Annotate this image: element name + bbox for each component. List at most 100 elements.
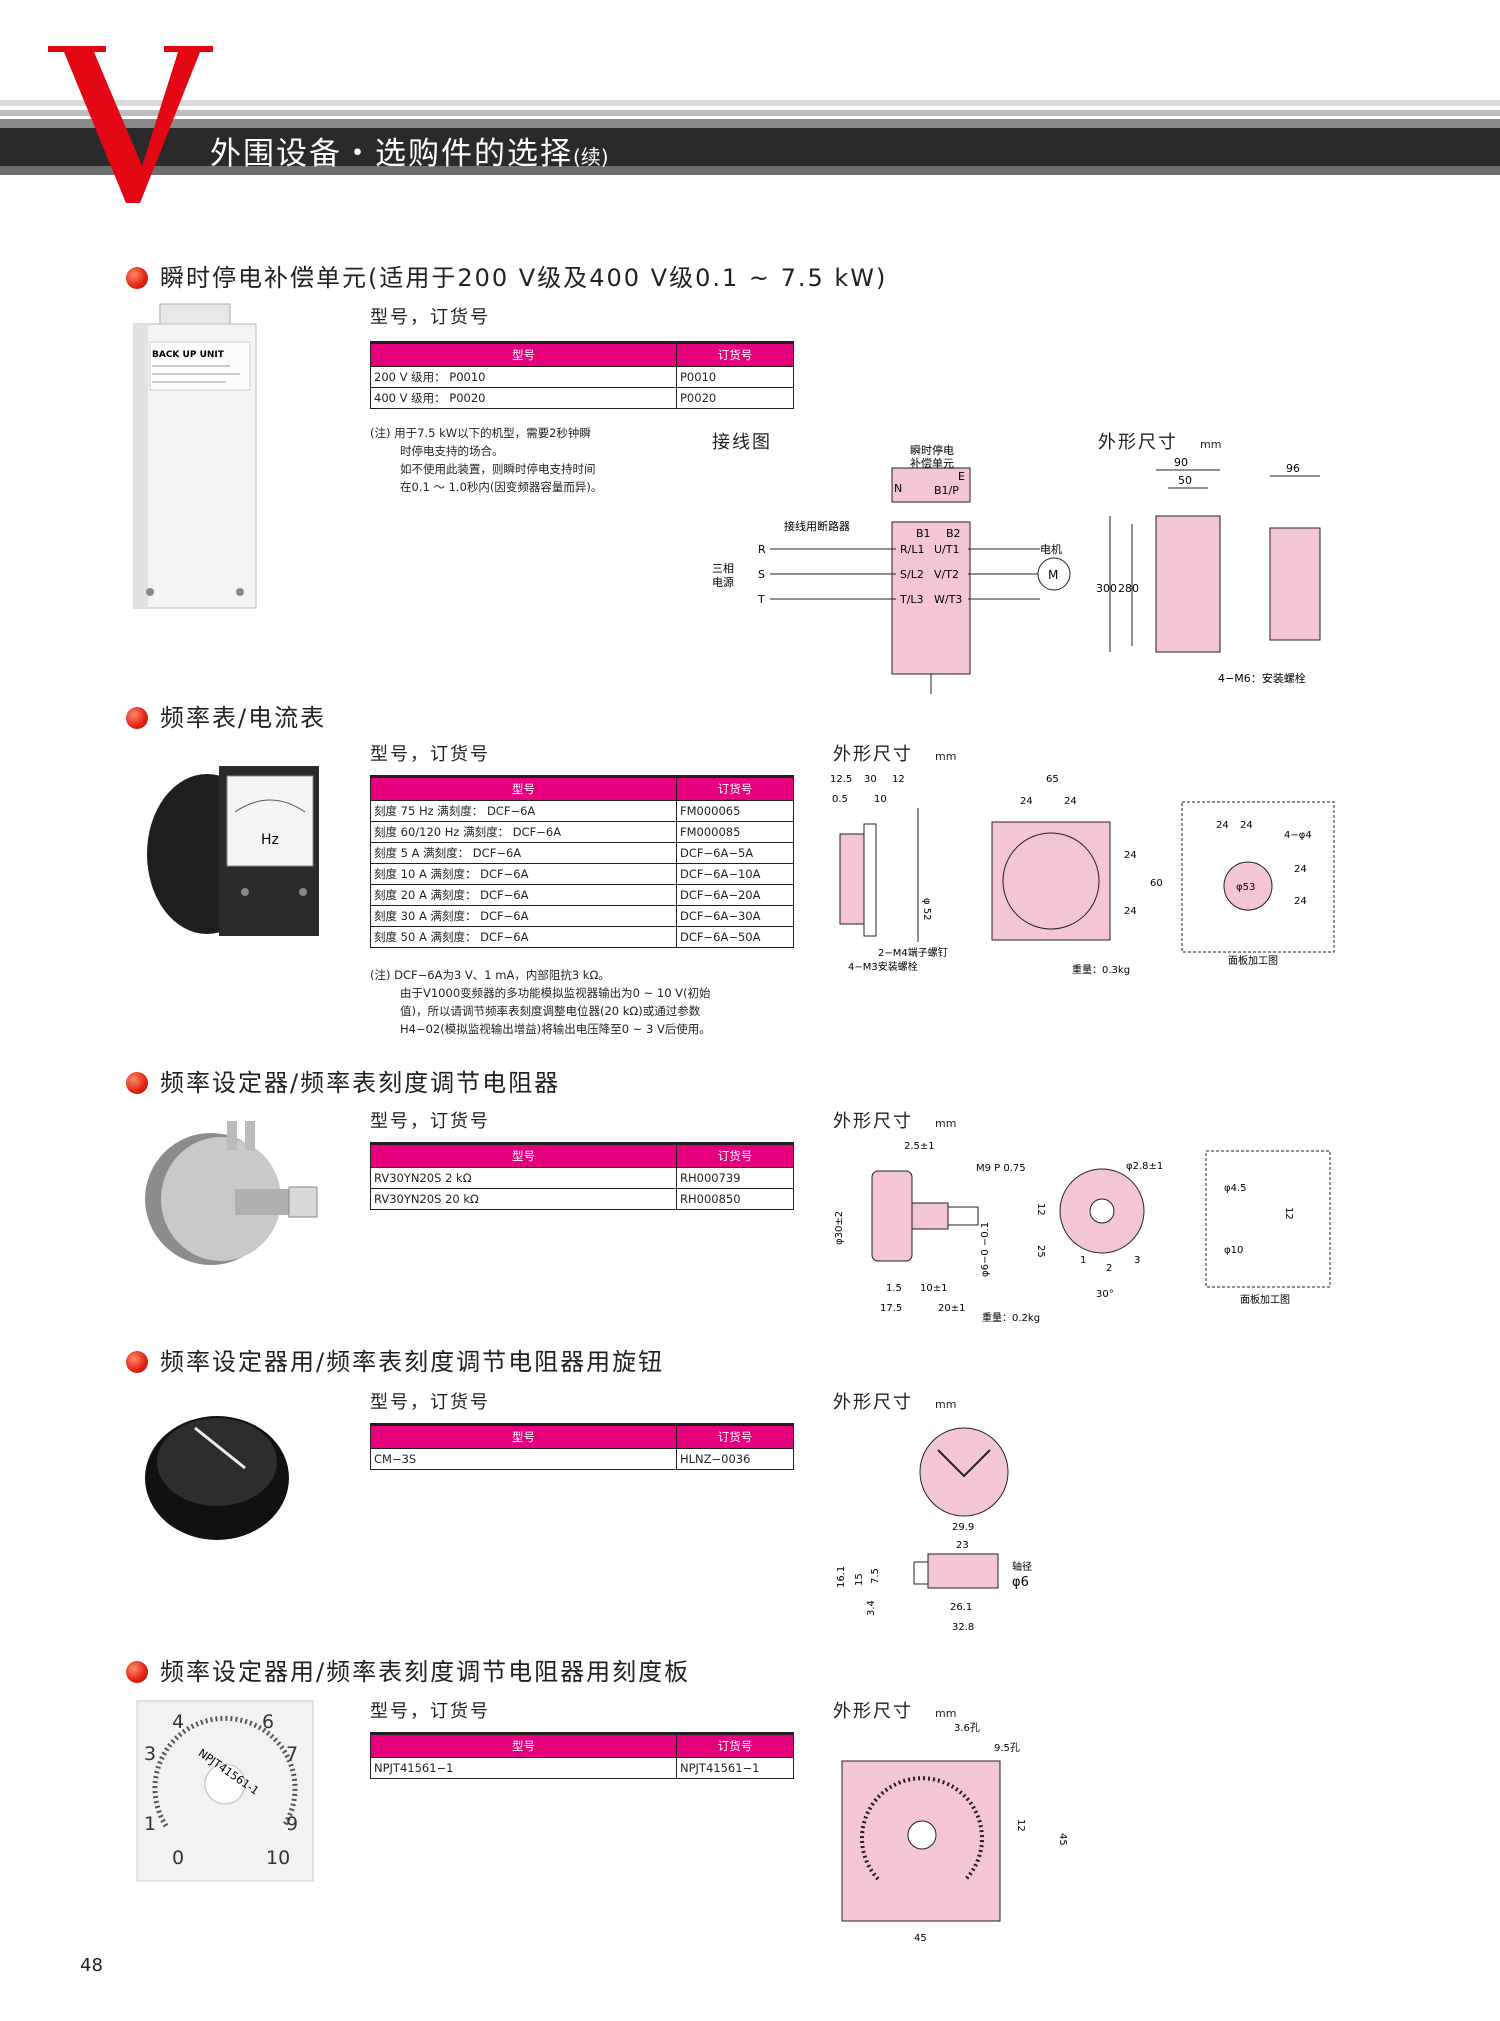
table-cell: DCF−6A−20A (676, 884, 794, 906)
pot-dim-drawing: 2.5±1 M9 P 0.75 φ30±2 φ6−0 −0.1 1.5 10±1… (834, 1141, 1331, 1324)
wiring-label: 接线用断路器 (784, 519, 850, 533)
note-line: 时停电支持的场合。 (400, 444, 504, 458)
dim-unit: mm (935, 1117, 957, 1130)
dim-label: 24 (1240, 820, 1253, 831)
dim-label: 300 (1096, 582, 1117, 595)
dim-title-text: 外形尺寸 (833, 1111, 913, 1132)
table-cell: 刻度 50 A 满刻度： DCF−6A (370, 926, 677, 948)
section-title-backup-text: 瞬时停电补偿单元(适用于200 V级及400 V级0.1 ~ 7.5 kW) (160, 264, 888, 292)
col-order: 订货号 (676, 1143, 794, 1168)
table-cell: RH000850 (676, 1188, 794, 1210)
col-model: 型号 (370, 1733, 677, 1758)
meter-photo-label: Hz (261, 832, 279, 848)
dim-label: 9.5孔 (994, 1742, 1020, 1754)
section-title-pot: 频率设定器/频率表刻度调节电阻器 (126, 1063, 560, 1098)
scale-label: 1 (144, 1813, 156, 1835)
dim-label: 30 (864, 774, 877, 785)
dim-label: 3 (1134, 1255, 1140, 1266)
col-model: 型号 (370, 1424, 677, 1449)
bullet-icon (126, 1661, 148, 1683)
col-order: 订货号 (676, 776, 794, 801)
wiring-diagram: 瞬时停电 补偿单元 N E B1/P 接线用断路器 B1 B2 R S T 三相… (712, 443, 1071, 694)
dim-title-text: 外形尺寸 (833, 744, 913, 765)
scale-label: 4 (172, 1711, 184, 1733)
section-title-meter: 频率表/电流表 (126, 698, 326, 733)
section-letter-v (48, 46, 213, 203)
backup-unit-photo: BACK UP UNIT (133, 303, 257, 609)
dim-label: 60 (1150, 878, 1163, 889)
dim-label: 3.4 (866, 1600, 877, 1616)
dim-label: 1.5 (886, 1283, 902, 1294)
scale-label: 3 (144, 1743, 156, 1765)
section-title-backup: 瞬时停电补偿单元(适用于200 V级及400 V级0.1 ~ 7.5 kW) (126, 258, 887, 293)
note-line: (注) 用于7.5 kW以下的机型，需要2秒钟瞬 (370, 426, 591, 440)
wiring-label: R (758, 543, 766, 556)
dim-unit: mm (1200, 438, 1222, 451)
dim-label: 0.5 (832, 794, 848, 805)
table-cell: RV30YN20S 20 kΩ (370, 1188, 677, 1210)
table-cell: HLNZ−0036 (676, 1448, 794, 1470)
table-cell: 刻度 75 Hz 满刻度： DCF−6A (370, 800, 677, 822)
meter-photo: Hz (147, 766, 319, 936)
plate-dim-drawing: 3.6孔 9.5孔 12 45 45 (841, 1722, 1068, 1944)
pot-model-title: 型号，订货号 (370, 1111, 490, 1132)
table-cell: 刻度 10 A 满刻度： DCF−6A (370, 863, 677, 885)
bullet-icon (126, 1072, 148, 1094)
knob-dim-drawing: 29.9 23 16.1 15 7.5 3.4 26.1 32.8 轴径 φ6 (836, 1427, 1032, 1633)
pot-dim-title: 外形尺寸 mm (833, 1107, 956, 1133)
dim-label: 4−M3安装螺栓 (848, 960, 918, 973)
table-cell: P0010 (676, 366, 794, 388)
col-order: 订货号 (676, 1424, 794, 1449)
wiring-label: 补偿单元 (910, 456, 954, 470)
page-number: 48 (80, 1955, 103, 1976)
plate-photo: 0 1 3 4 6 7 9 10 NPJT41561-1 (136, 1700, 314, 1882)
dim-label: φ10 (1224, 1245, 1243, 1256)
dim-unit: mm (935, 750, 957, 763)
dim-label: 2−M4端子螺钉 (878, 946, 948, 959)
header-band (0, 100, 1500, 175)
dim-label: 24 (1294, 864, 1307, 875)
scale-label: 7 (286, 1743, 298, 1765)
table-cell: RH000739 (676, 1167, 794, 1189)
wiring-label: 电源 (712, 575, 734, 589)
dim-label: 65 (1046, 774, 1059, 785)
wiring-label: M (1048, 568, 1058, 582)
table-cell: NPJT41561−1 (370, 1757, 677, 1779)
section-title-plate: 频率设定器用/频率表刻度调节电阻器用刻度板 (126, 1652, 690, 1687)
dim-label: 12 (1015, 1819, 1026, 1832)
table-cell: NPJT41561−1 (676, 1757, 794, 1779)
scale-label: 9 (286, 1813, 298, 1835)
table-cell: FM000085 (676, 821, 794, 843)
meter-model-title: 型号，订货号 (370, 744, 490, 765)
table-cell: 400 V 级用： P0020 (370, 387, 677, 409)
wiring-label: W/T3 (934, 593, 962, 606)
wiring-label: U/T1 (934, 543, 959, 556)
bullet-icon (126, 1351, 148, 1373)
dim-unit: mm (935, 1707, 957, 1720)
dim-label: 12 (1283, 1207, 1294, 1220)
table-cell: RV30YN20S 2 kΩ (370, 1167, 677, 1189)
table-cell: DCF−6A−30A (676, 905, 794, 927)
dim-label: φ6 (1012, 1575, 1029, 1590)
meter-dim-drawing: 12.5 30 12 0.5 10 φ 52 2−M4端子螺钉 4−M3安装螺栓… (830, 774, 1335, 976)
wiring-label: R/L1 (900, 543, 924, 556)
wiring-label: B1 (916, 527, 931, 540)
dim-label: 15 (854, 1573, 865, 1586)
dim-label: 45 (914, 1933, 927, 1944)
dim-label: 23 (956, 1540, 969, 1551)
col-model: 型号 (370, 1143, 677, 1168)
dim-title-text: 外形尺寸 (1098, 432, 1178, 453)
bullet-icon (126, 267, 148, 289)
scale-label: 6 (262, 1711, 274, 1733)
dim-label: 17.5 (880, 1303, 902, 1314)
scale-label: 10 (266, 1847, 290, 1869)
dim-label: 96 (1286, 462, 1300, 475)
